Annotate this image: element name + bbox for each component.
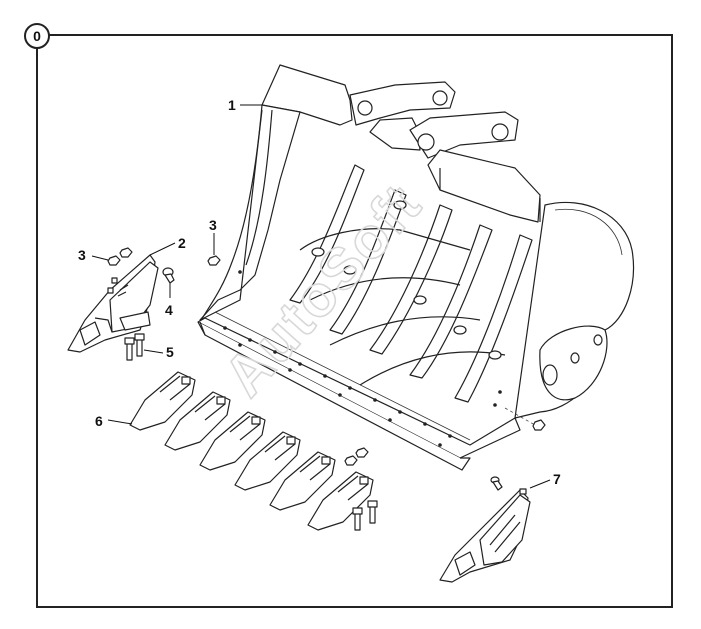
callout-6-label: 6 [95,413,103,429]
nut-right [532,419,546,431]
callout-3b-label: 3 [209,217,217,233]
nut-b [119,247,133,258]
diagram-frame [36,34,673,608]
callout-3b: 3 [209,217,217,255]
side-cutter-right [439,476,531,583]
nut-a [107,255,121,266]
bucket [197,64,635,471]
callout-5: 5 [143,344,174,360]
callout-7: 7 [529,471,561,489]
callout-4: 4 [165,283,173,318]
callout-2-label: 2 [178,235,186,251]
watermark-text: AutoSoft [211,171,434,408]
callout-7-label: 7 [553,471,561,487]
edge-holes [223,270,502,447]
callout-2: 2 [149,235,186,256]
callout-6: 6 [95,413,133,429]
callout-5-label: 5 [166,344,174,360]
teeth [129,371,378,531]
side-cutter-left [67,247,175,361]
callout-3a-label: 3 [78,247,86,263]
callout-1: 1 [228,97,262,113]
nut-c [207,255,221,266]
callout-3a: 3 [78,247,109,263]
callout-1-label: 1 [228,97,236,113]
figure-number-badge: 0 [24,23,50,49]
callout-4-label: 4 [165,302,173,318]
